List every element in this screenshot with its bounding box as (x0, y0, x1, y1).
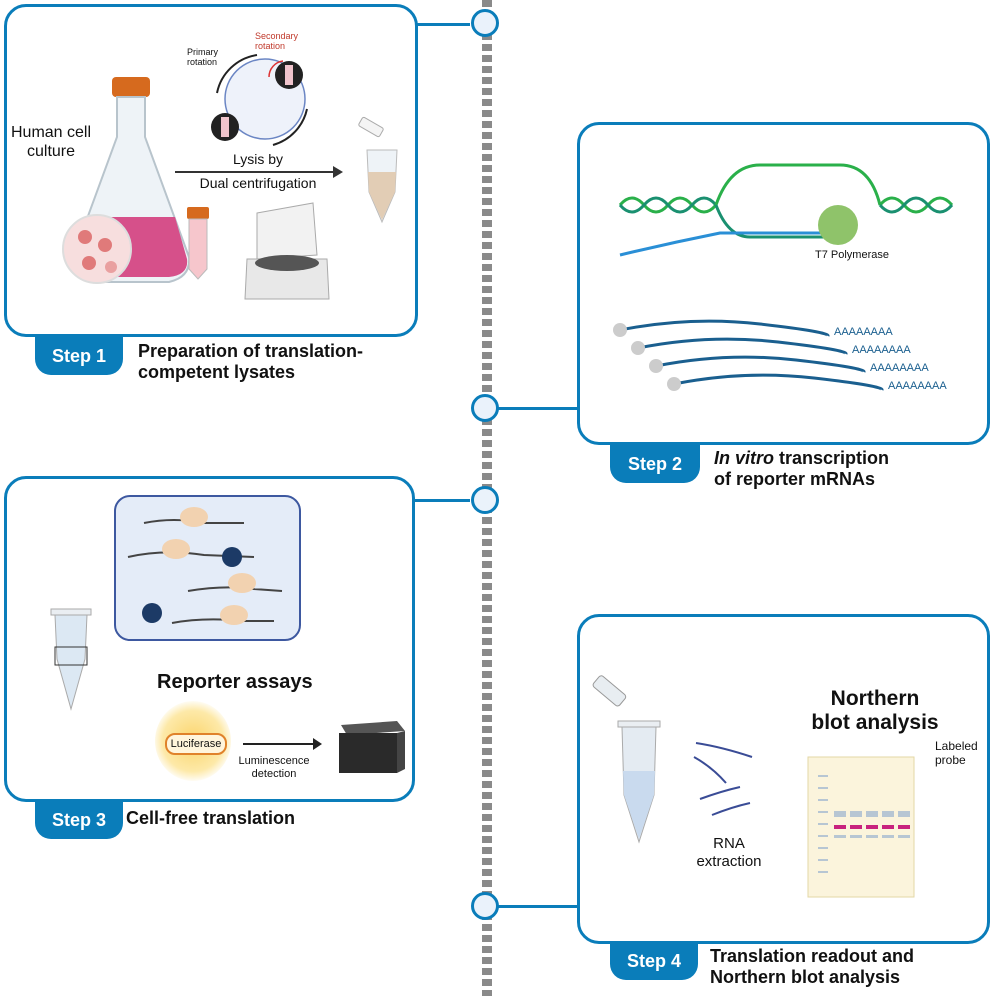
step1-caption-line2: competent lysates (138, 362, 296, 382)
step4-caption: Translation readout and Northern blot an… (710, 946, 914, 988)
probe-line1: Labeled (935, 739, 978, 753)
polymerase-shape (818, 205, 858, 245)
step4-caption-line1: Translation readout and (710, 946, 915, 966)
transcription-illustration (618, 163, 954, 257)
timeline-node-3 (471, 486, 499, 514)
mrna-strands (613, 319, 884, 392)
reporter-assays-title: Reporter assays (157, 671, 313, 693)
probe-line2: probe (935, 753, 966, 767)
exonuclease-2 (142, 603, 162, 623)
luminescence-line1: Luminescence (238, 755, 310, 767)
step3-tab: Step 3 (35, 801, 123, 839)
step2-caption-line2: of reporter mRNAs (714, 469, 876, 489)
lysate-tube (358, 116, 398, 224)
polya-tail-4: AAAAAAAA (888, 380, 947, 392)
detection-arrowhead (313, 738, 322, 750)
step2-caption-line1: In vitro transcription (714, 448, 889, 469)
luminometer (339, 721, 405, 773)
step2-caption-rest: transcription (774, 448, 890, 468)
lysis-line2: Dual centrifugation (199, 175, 317, 191)
connector-step1 (414, 23, 470, 26)
blot-membrane (807, 756, 915, 898)
secondary-rotation-label: Secondary rotation (255, 31, 298, 51)
step2-tab: Step 2 (610, 445, 700, 483)
step1-caption-line1: Preparation of translation- (138, 341, 364, 361)
primary-line2: rotation (187, 57, 218, 67)
connector-step4 (498, 905, 578, 908)
northern-title-line2: blot analysis (811, 711, 939, 734)
luminescence-label: Luminescence detection (229, 755, 319, 781)
timeline-node-2 (471, 394, 499, 422)
primary-rotation-label: Primary rotation (187, 47, 218, 67)
luciferase-pill: Luciferase (165, 733, 227, 755)
human-cell-line2: culture (27, 143, 76, 160)
timeline-node-1 (471, 9, 499, 37)
labeled-probe-label: Labeled probe (935, 739, 978, 767)
step4-panel: RNA extraction Northern blot analysis La… (577, 614, 990, 944)
lysis-arrow (175, 171, 335, 173)
centrifuge-illustration (187, 202, 330, 300)
rotation-diagram (211, 54, 308, 146)
exonuclease-1 (222, 547, 242, 567)
lysis-arrowhead (333, 166, 343, 178)
human-cell-label: Human cell culture (11, 123, 91, 161)
connector-step3 (414, 499, 470, 502)
polya-tail-1: AAAAAAAA (834, 326, 893, 338)
step1-tab: Step 1 (35, 337, 123, 375)
step2-panel: T7 Polymerase AAAAAAAA AAAAAAAA AAAAAAAA… (577, 122, 990, 445)
human-cell-line1: Human cell (11, 124, 92, 141)
rna-line1: RNA (713, 835, 745, 852)
luminescence-line2: detection (251, 768, 297, 780)
detection-arrow (243, 743, 315, 745)
lysis-label: Lysis by Dual centrifugation (193, 149, 323, 193)
rna-line2: extraction (696, 853, 762, 870)
extraction-tube (592, 675, 661, 844)
primary-line1: Primary (187, 47, 218, 57)
secondary-line2: rotation (255, 41, 286, 51)
northern-title-line1: Northern (830, 687, 920, 710)
secondary-line1: Secondary (255, 31, 299, 41)
step3-panel: Reporter assays Luciferase Luminescence … (4, 476, 415, 802)
step4-tab: Step 4 (610, 942, 698, 980)
polya-tail-2: AAAAAAAA (852, 344, 911, 356)
timeline-node-4 (471, 892, 499, 920)
step4-caption-line2: Northern blot analysis (710, 967, 901, 987)
connector-step2 (498, 407, 578, 410)
step2-caption: In vitro transcription of reporter mRNAs (714, 448, 889, 490)
translation-inset-art (127, 507, 283, 625)
lysis-line1: Lysis by (232, 151, 284, 167)
rna-strands (693, 742, 753, 816)
flask-illustration (62, 77, 191, 284)
polya-tail-3: AAAAAAAA (870, 362, 929, 374)
step2-caption-italic: In vitro (714, 448, 775, 468)
rna-extraction-label: RNA extraction (684, 835, 774, 871)
polymerase-label: T7 Polymerase (815, 249, 889, 261)
reaction-tube (50, 608, 92, 711)
step1-caption: Preparation of translation- competent ly… (138, 341, 363, 383)
step3-caption: Cell-free translation (126, 808, 296, 828)
northern-blot-title: Northern blot analysis (800, 687, 950, 735)
step1-panel: Human cell culture Primary rotation Seco… (4, 4, 418, 337)
